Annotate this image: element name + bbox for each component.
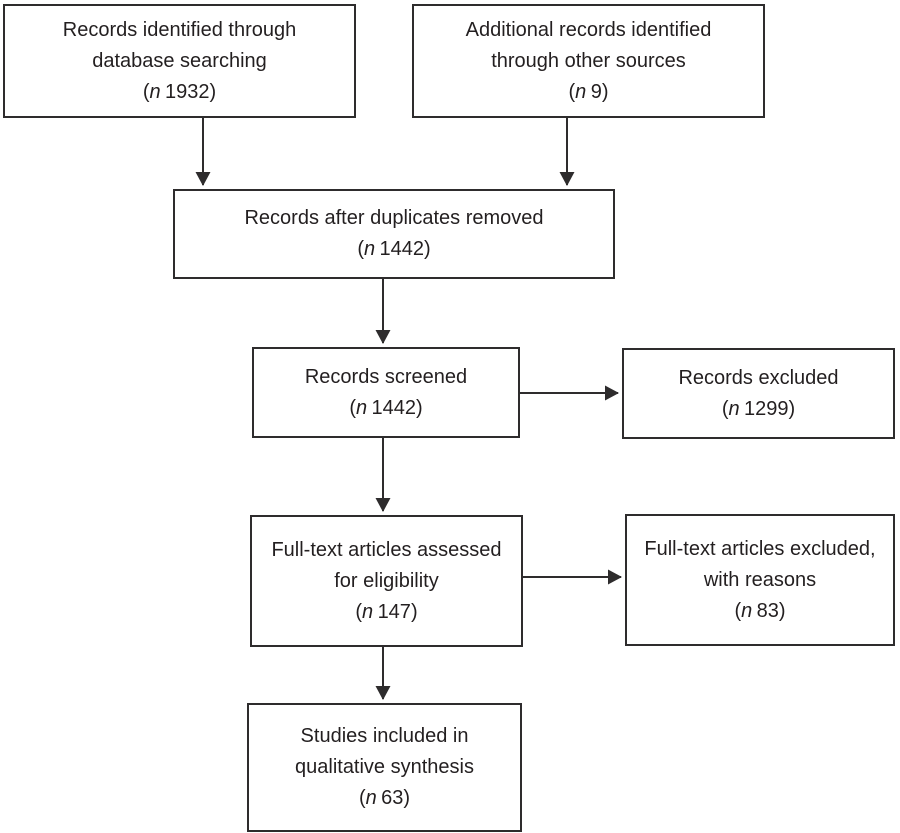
box-text-line: Studies included in [300, 725, 469, 747]
paren-open: ( [734, 599, 742, 622]
n-symbol: n [355, 396, 368, 419]
paren-open: ( [357, 238, 364, 260]
paren-close: ) [410, 600, 418, 623]
n-symbol: n [363, 238, 376, 260]
count-value: 1299 [744, 397, 789, 420]
box-text-line: with reasons [703, 568, 817, 591]
n-symbol: n [741, 599, 753, 622]
paren-open: ( [355, 600, 363, 623]
paren-close: ) [416, 396, 423, 419]
box-additional-records: Additional records identified through ot… [412, 4, 765, 118]
paren-close: ) [424, 238, 431, 260]
count-value: 9 [590, 80, 602, 103]
paren-open: ( [349, 396, 356, 419]
box-studies-included: Studies included in qualitative synthesi… [247, 703, 522, 832]
box-text-line: through other sources [491, 49, 686, 72]
paren-open: ( [142, 80, 150, 103]
paren-close: ) [778, 599, 786, 622]
box-text-line: Records screened [304, 365, 468, 388]
paren-close: ) [403, 787, 411, 809]
box-text-line: Records excluded [678, 366, 839, 389]
n-symbol: n [575, 80, 587, 103]
paren-close: ) [601, 80, 609, 103]
box-text-line: Records after duplicates removed [244, 207, 544, 229]
count-value: 1442 [379, 238, 425, 260]
paren-close: ) [788, 397, 796, 420]
box-records-identified: Records identified through database sear… [3, 4, 356, 118]
count-value: 63 [381, 787, 404, 809]
n-symbol: n [149, 80, 161, 103]
paren-open: ( [358, 787, 366, 809]
n-symbol: n [365, 787, 377, 809]
count-value: 1442 [371, 396, 417, 419]
paren-open: ( [568, 80, 576, 103]
box-fulltext-assessed: Full-text articles assessed for eligibil… [250, 515, 523, 647]
box-text-line: Additional records identified [465, 18, 712, 41]
box-text-line: qualitative synthesis [295, 756, 474, 778]
paren-close: ) [209, 80, 217, 103]
box-text-line: Full-text articles excluded, [644, 537, 876, 560]
n-symbol: n [362, 600, 374, 623]
n-symbol: n [728, 397, 740, 420]
count-value: 147 [377, 600, 411, 623]
box-text-line: database searching [92, 49, 267, 72]
paren-open: ( [721, 397, 729, 420]
count-value: 1932 [165, 80, 210, 103]
box-text-line: for eligibility [334, 569, 439, 592]
box-fulltext-excluded: Full-text articles excluded, with reason… [625, 514, 895, 646]
box-text-line: Full-text articles assessed [271, 538, 502, 561]
count-value: 83 [756, 599, 779, 622]
box-text-line: Records identified through [62, 18, 297, 41]
